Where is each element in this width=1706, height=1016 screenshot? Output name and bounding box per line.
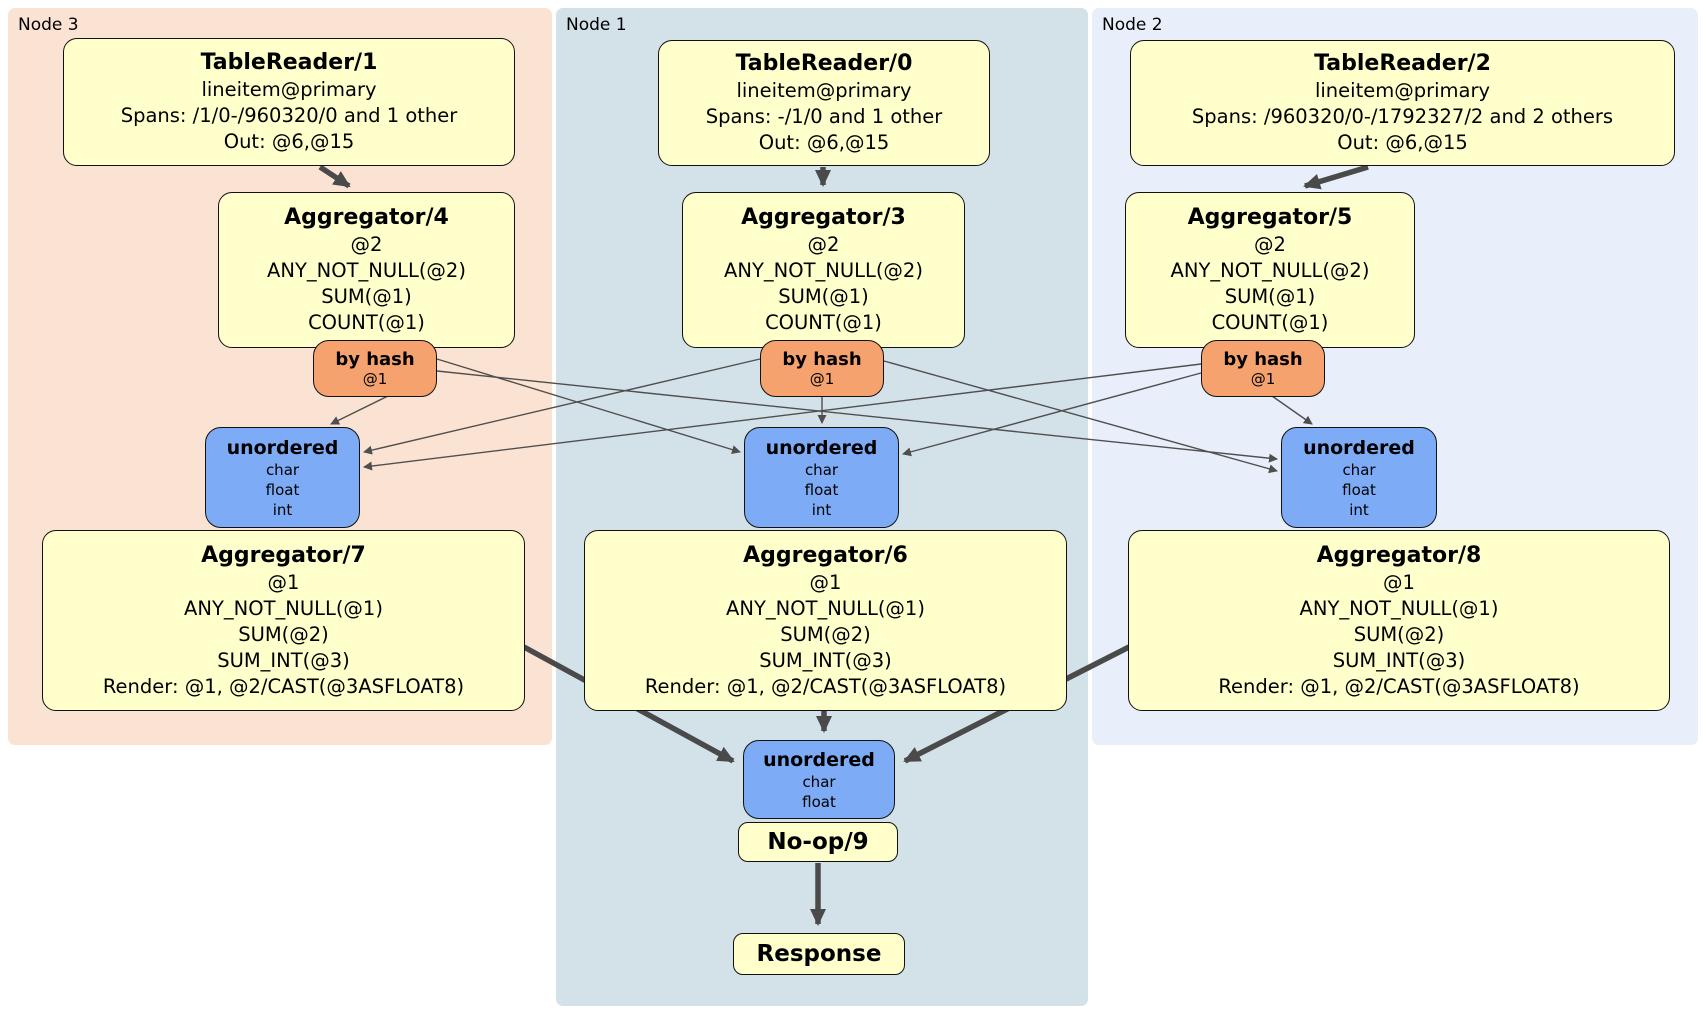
- aggregator-8-fn2: SUM(@2): [1353, 622, 1445, 646]
- aggregator-8-fn3: SUM_INT(@3): [1332, 648, 1466, 672]
- aggregator-6-box: Aggregator/6 @1 ANY_NOT_NULL(@1) SUM(@2)…: [584, 530, 1067, 711]
- aggregator-3-fn1: ANY_NOT_NULL(@2): [724, 259, 923, 282]
- aggregator-7-fn2: SUM(@2): [238, 622, 329, 646]
- aggregator-8-title: Aggregator/8: [1316, 542, 1482, 568]
- tablereader-2-out: Out: @6,@15: [1337, 131, 1468, 154]
- tablereader-0-spans: Spans: -/1/0 and 1 other: [705, 105, 943, 128]
- tablereader-0-index: lineitem@primary: [736, 79, 912, 102]
- aggregator-8-groupcols: @1: [1383, 570, 1415, 594]
- aggregator-5-fn3: COUNT(@1): [1211, 311, 1329, 334]
- aggregator-5-box: Aggregator/5 @2 ANY_NOT_NULL(@2) SUM(@1)…: [1125, 192, 1415, 348]
- hash-router-4-box: by hash @1: [313, 340, 437, 397]
- aggregator-4-fn1: ANY_NOT_NULL(@2): [267, 259, 466, 282]
- final-unordered-sync-type1: char: [802, 772, 836, 791]
- hash-router-5-box: by hash @1: [1201, 340, 1325, 397]
- aggregator-8-box: Aggregator/8 @1 ANY_NOT_NULL(@1) SUM(@2)…: [1128, 530, 1670, 711]
- unordered-sync-6-box: unordered char float int: [744, 427, 899, 528]
- unordered-sync-6-title: unordered: [765, 436, 878, 459]
- hash-router-5-title: by hash: [1223, 349, 1303, 370]
- unordered-sync-8-type2: float: [1342, 480, 1376, 499]
- edge-router3-sync8: [883, 360, 1278, 474]
- aggregator-6-fn1: ANY_NOT_NULL(@1): [726, 596, 925, 620]
- final-unordered-sync-type2: float: [802, 792, 836, 811]
- edge-router3-sync7: [363, 358, 761, 455]
- aggregator-3-fn3: COUNT(@1): [765, 311, 882, 334]
- aggregator-5-title: Aggregator/5: [1187, 205, 1353, 230]
- unordered-sync-6-type1: char: [804, 460, 839, 479]
- response-box: Response: [733, 933, 905, 975]
- aggregator-4-fn2: SUM(@1): [321, 285, 412, 308]
- unordered-sync-7-box: unordered char float int: [205, 427, 360, 528]
- aggregator-7-fn3: SUM_INT(@3): [217, 648, 350, 672]
- unordered-sync-7-title: unordered: [226, 436, 339, 459]
- tablereader-1-spans: Spans: /1/0-/960320/0 and 1 other: [120, 104, 458, 127]
- noop-9-box: No-op/9: [738, 822, 898, 862]
- edge-tablereader2-aggregator5: [1303, 164, 1369, 190]
- tablereader-0-box: TableReader/0 lineitem@primary Spans: -/…: [658, 40, 990, 166]
- response-title: Response: [756, 941, 882, 967]
- unordered-sync-8-type3: int: [1349, 500, 1369, 519]
- tablereader-2-box: TableReader/2 lineitem@primary Spans: /9…: [1130, 40, 1675, 166]
- edge-router5-sync6: [902, 372, 1202, 457]
- edge-router4-sync8: [436, 370, 1278, 463]
- aggregator-6-groupcols: @1: [809, 570, 842, 594]
- tablereader-2-title: TableReader/2: [1314, 51, 1491, 76]
- unordered-sync-6-type3: int: [811, 500, 832, 519]
- tablereader-1-title: TableReader/1: [200, 50, 378, 75]
- aggregator-4-box: Aggregator/4 @2 ANY_NOT_NULL(@2) SUM(@1)…: [218, 192, 515, 348]
- unordered-sync-8-title: unordered: [1303, 436, 1415, 459]
- unordered-sync-8-box: unordered char float int: [1281, 427, 1437, 528]
- aggregator-3-fn2: SUM(@1): [778, 285, 869, 308]
- hash-router-3-box: by hash @1: [760, 340, 884, 397]
- aggregator-5-fn2: SUM(@1): [1224, 285, 1316, 308]
- aggregator-7-render: Render: @1, @2/CAST(@3ASFLOAT8): [102, 674, 465, 698]
- tablereader-1-index: lineitem@primary: [201, 78, 377, 101]
- final-unordered-sync-title: unordered: [763, 748, 875, 771]
- unordered-sync-7-type1: char: [265, 460, 300, 479]
- unordered-sync-7-type2: float: [265, 480, 300, 499]
- tablereader-1-box: TableReader/1 lineitem@primary Spans: /1…: [63, 38, 515, 166]
- node3-label: Node 3: [18, 15, 79, 35]
- aggregator-7-title: Aggregator/7: [201, 542, 366, 568]
- edge-tablereader1-aggregator4: [318, 164, 351, 189]
- hash-router-3-cols: @1: [809, 370, 835, 388]
- hash-router-5-cols: @1: [1250, 370, 1276, 388]
- hash-router-4-cols: @1: [362, 370, 388, 388]
- edge-router5-sync8: [1271, 395, 1313, 425]
- aggregator-6-fn2: SUM(@2): [780, 622, 871, 646]
- unordered-sync-6-type2: float: [804, 480, 839, 499]
- tablereader-0-title: TableReader/0: [735, 51, 913, 76]
- aggregator-6-fn3: SUM_INT(@3): [759, 648, 892, 672]
- aggregator-3-groupcols: @2: [807, 233, 840, 256]
- edge-router4-sync7: [330, 395, 389, 425]
- aggregator-7-fn1: ANY_NOT_NULL(@1): [184, 596, 383, 620]
- aggregator-3-box: Aggregator/3 @2 ANY_NOT_NULL(@2) SUM(@1)…: [682, 192, 965, 348]
- aggregator-8-fn1: ANY_NOT_NULL(@1): [1299, 596, 1499, 620]
- node1-label: Node 1: [566, 15, 627, 35]
- aggregator-5-fn1: ANY_NOT_NULL(@2): [1170, 259, 1370, 282]
- aggregator-6-title: Aggregator/6: [743, 542, 908, 568]
- aggregator-7-groupcols: @1: [267, 570, 300, 594]
- aggregator-6-render: Render: @1, @2/CAST(@3ASFLOAT8): [644, 674, 1007, 698]
- edge-router5-sync7: [363, 363, 1202, 471]
- hash-router-3-title: by hash: [782, 349, 862, 370]
- hash-router-4-title: by hash: [335, 349, 415, 370]
- final-unordered-sync-box: unordered char float: [743, 740, 895, 819]
- node2-label: Node 2: [1102, 15, 1163, 35]
- edge-router4-sync6: [436, 358, 741, 454]
- aggregator-4-groupcols: @2: [350, 233, 383, 256]
- unordered-sync-8-type1: char: [1342, 460, 1376, 479]
- tablereader-2-spans: Spans: /960320/0-/1792327/2 and 2 others: [1191, 105, 1614, 128]
- noop-9-title: No-op/9: [767, 829, 869, 855]
- aggregator-4-fn3: COUNT(@1): [308, 311, 425, 334]
- unordered-sync-7-type3: int: [272, 500, 293, 519]
- aggregator-7-box: Aggregator/7 @1 ANY_NOT_NULL(@1) SUM(@2)…: [42, 530, 525, 711]
- tablereader-0-out: Out: @6,@15: [758, 131, 890, 154]
- aggregator-3-title: Aggregator/3: [741, 205, 906, 230]
- aggregator-4-title: Aggregator/4: [284, 205, 449, 230]
- aggregator-5-groupcols: @2: [1254, 233, 1286, 256]
- aggregator-8-render: Render: @1, @2/CAST(@3ASFLOAT8): [1218, 674, 1580, 698]
- tablereader-1-out: Out: @6,@15: [223, 130, 355, 153]
- tablereader-2-index: lineitem@primary: [1314, 79, 1491, 102]
